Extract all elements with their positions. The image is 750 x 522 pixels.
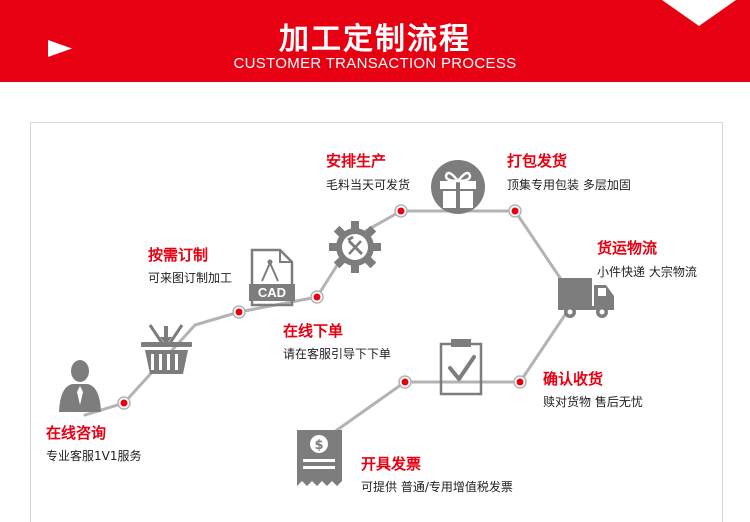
path-dot [117, 396, 131, 410]
page-title: 加工定制流程 [279, 22, 471, 57]
step-logistics-title: 货运物流 [597, 239, 658, 257]
cad-label: CAD [258, 285, 286, 300]
step-receipt-title: 确认收货 [543, 370, 604, 388]
step-packing-desc: 顶集专用包装 多层加固 [507, 178, 631, 192]
chevron-down-icon [662, 0, 736, 26]
invoice-dollar-icon: $ [297, 430, 342, 486]
page-subtitle: CUSTOMER TRANSACTION PROCESS [233, 55, 517, 72]
path-dot [232, 305, 246, 319]
step-custom-desc: 可来图订制加工 [148, 271, 233, 285]
process-path [83, 209, 577, 437]
path-dot [394, 204, 408, 218]
step-invoice-desc: 可提供 普通/专用增值税发票 [361, 480, 513, 494]
path-dot [508, 204, 522, 218]
gift-box-icon [431, 160, 485, 214]
delivery-truck-icon [558, 278, 614, 318]
step-production-title: 安排生产 [326, 152, 387, 170]
path-dot [398, 375, 412, 389]
shopping-basket-icon [141, 324, 192, 374]
customer-service-person-icon [59, 360, 101, 412]
step-consult-desc: 专业客服1V1服务 [46, 449, 142, 463]
cad-file-icon: CAD [249, 248, 295, 307]
step-packing-title: 打包发货 [507, 152, 568, 170]
step-invoice-title: 开具发票 [361, 455, 422, 473]
step-logistics-desc: 小件快递 大宗物流 [597, 265, 697, 279]
step-consult-title: 在线咨询 [46, 424, 107, 442]
svg-text:$: $ [314, 438, 323, 453]
path-dot [310, 290, 324, 304]
path-dot [513, 375, 527, 389]
step-production-desc: 毛料当天可发货 [326, 178, 411, 192]
step-order-title: 在线下单 [283, 322, 344, 340]
clipboard-check-icon [439, 339, 483, 396]
process-panel [30, 122, 723, 522]
path-markers [117, 204, 527, 410]
header-banner [0, 0, 750, 82]
step-receipt-desc: 赎对货物 售后无忧 [543, 395, 643, 409]
step-custom-title: 按需订制 [148, 246, 209, 264]
step-order-desc: 请在客服引导下下单 [283, 347, 392, 361]
arrow-right-icon [48, 40, 72, 57]
gear-tools-icon [329, 221, 381, 273]
